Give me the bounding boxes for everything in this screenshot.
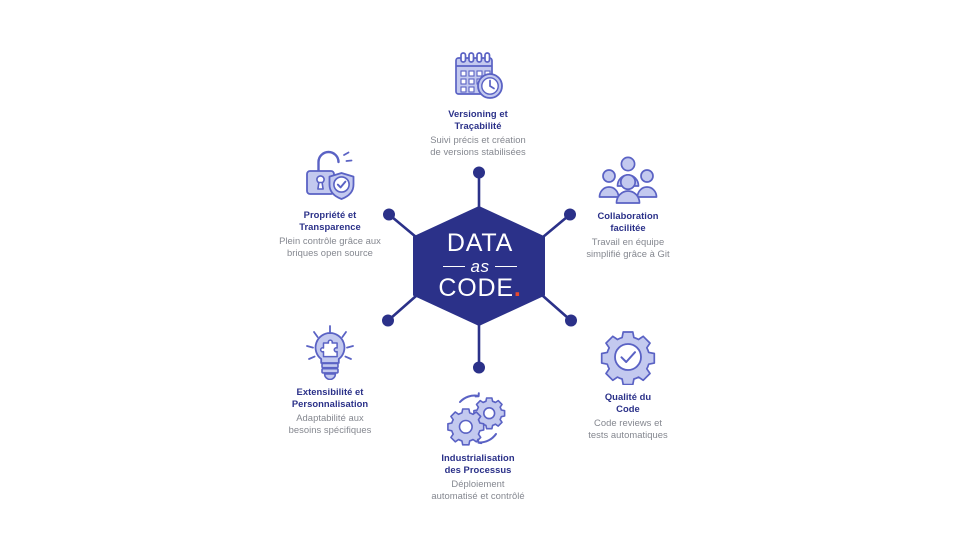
- dot-bottom: [473, 361, 485, 374]
- feature-node-versioning: Versioning et Traçabilité Suivi précis e…: [378, 44, 578, 159]
- gears-cycle-icon: [447, 392, 506, 446]
- node-title-line: Extensibilité et: [296, 386, 364, 397]
- node-desc-line: Travail en équipe: [591, 235, 665, 247]
- node-desc-line: briques open source: [287, 247, 373, 259]
- center-line-data: DATA: [446, 228, 514, 257]
- feature-node-qualite: Qualité du Code Code reviews et tests au…: [528, 327, 728, 442]
- node-title-line: Versioning et: [448, 108, 508, 119]
- stem-lower-left: [389, 294, 418, 320]
- node-desc-line: de versions stabilisées: [430, 146, 526, 158]
- node-desc-line: tests automatiques: [588, 429, 668, 441]
- dot-lower-right: [565, 314, 577, 327]
- node-desc-extensibilite: Adaptabilité aux besoins spécifiques: [230, 412, 430, 437]
- center-line-as-row: as: [415, 258, 545, 275]
- feature-node-extensibilite: Extensibilité et Personnalisation Adapta…: [230, 322, 430, 437]
- calendar-clock-icon: [455, 52, 503, 99]
- team-people-icon: [598, 156, 658, 204]
- node-title-line: Qualité du: [604, 391, 652, 402]
- feature-node-collaboration: Collaboration facilitée Travail en équip…: [528, 146, 728, 261]
- icon-wrap-qualite: [528, 327, 728, 385]
- center-rule-left: [442, 265, 465, 268]
- node-title-line: Transparence: [299, 221, 361, 233]
- node-title-line: Traçabilité: [454, 120, 502, 132]
- node-desc-line: Plein contrôle grâce aux: [279, 234, 381, 246]
- node-title-line: Code: [616, 403, 640, 415]
- center-accent-dot: .: [513, 274, 522, 302]
- node-desc-line: automatisé et contrôlé: [431, 490, 525, 502]
- center-line-code: CODE: [438, 274, 514, 302]
- icon-wrap-industrialisation: [378, 388, 578, 446]
- icon-wrap-versioning: [378, 44, 578, 102]
- icon-wrap-propriete: [230, 145, 430, 203]
- lightbulb-puzzle-icon: [306, 325, 354, 380]
- node-desc-versioning: Suivi précis et création de versions sta…: [378, 134, 578, 159]
- node-title-line: Personnalisation: [291, 398, 369, 410]
- center-line-code-row: CODE.: [438, 274, 522, 302]
- node-desc-line: simplifié grâce à Git: [586, 248, 670, 260]
- icon-wrap-collaboration: [528, 146, 728, 204]
- node-desc-qualite: Code reviews et tests automatiques: [528, 417, 728, 442]
- stem-lower-right: [541, 294, 570, 320]
- open-padlock-shield-icon: [306, 150, 355, 200]
- node-title-extensibilite: Extensibilité et Personnalisation: [230, 386, 430, 411]
- node-desc-line: Déploiement: [451, 477, 505, 489]
- center-hexagon-label: DATA as CODE.: [415, 207, 545, 325]
- node-title-qualite: Qualité du Code: [528, 391, 728, 416]
- node-desc-line: besoins spécifiques: [288, 424, 372, 436]
- node-title-propriete: Propriété et Transparence: [230, 209, 430, 234]
- node-title-versioning: Versioning et Traçabilité: [378, 108, 578, 133]
- feature-node-propriete: Propriété et Transparence Plein contrôle…: [230, 145, 430, 260]
- center-line-as: as: [470, 257, 490, 276]
- center-rule-right: [495, 265, 518, 268]
- node-desc-propriete: Plein contrôle grâce aux briques open so…: [230, 235, 430, 260]
- dot-top: [473, 166, 485, 179]
- node-title-line: facilitée: [610, 222, 646, 234]
- feature-node-industrialisation: Industrialisation des Processus Déploiem…: [378, 388, 578, 503]
- node-title-line: Industrialisation: [441, 452, 515, 463]
- node-title-line: Collaboration: [597, 210, 659, 221]
- node-desc-industrialisation: Déploiement automatisé et contrôlé: [378, 478, 578, 503]
- node-title-collaboration: Collaboration facilitée: [528, 210, 728, 235]
- node-desc-collaboration: Travail en équipe simplifié grâce à Git: [528, 236, 728, 261]
- node-desc-line: Suivi précis et création: [430, 133, 526, 145]
- node-desc-line: Code reviews et: [594, 416, 662, 428]
- node-title-line: Propriété et: [303, 209, 357, 220]
- node-desc-line: Adaptabilité aux: [296, 411, 364, 423]
- node-title-line: des Processus: [444, 464, 512, 476]
- gear-check-icon: [600, 331, 656, 385]
- icon-wrap-extensibilite: [230, 322, 430, 380]
- node-title-industrialisation: Industrialisation des Processus: [378, 452, 578, 477]
